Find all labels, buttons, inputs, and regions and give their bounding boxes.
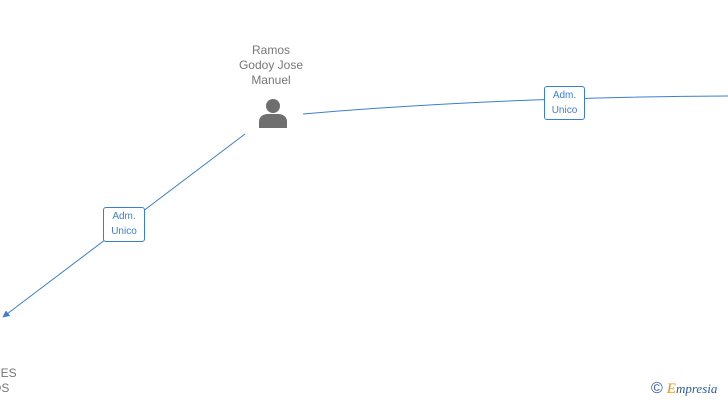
edge-label-line-2: Unico	[551, 105, 578, 116]
company-name[interactable]: RES OS	[0, 366, 52, 396]
brand-name-initial: E	[666, 381, 676, 397]
edge-label-line-1: Adm.	[552, 90, 577, 101]
person-name[interactable]: Ramos Godoy Jose Manuel	[221, 43, 321, 88]
company-name-line-2: OS	[0, 381, 10, 395]
company-name-line-1: RES	[0, 366, 17, 380]
person-name-line-3: Manuel	[251, 73, 291, 87]
edge-line-company-right	[302, 95, 728, 115]
edge-label-line-1: Adm.	[112, 211, 136, 222]
copyright-icon: ©	[651, 380, 663, 397]
brand-name-rest: mpresia	[675, 381, 718, 396]
edge-label-line-2: Unico	[111, 226, 137, 237]
person-name-line-2: Godoy Jose	[238, 58, 304, 72]
edge-label-adm-unico[interactable]: Adm. Unico	[544, 86, 585, 120]
edge-label-adm-unico[interactable]: Adm. Unico	[103, 207, 145, 242]
person-icon[interactable]	[257, 98, 289, 128]
empresia-logo[interactable]: © Empresia	[651, 379, 717, 399]
person-name-line-1: Ramos	[251, 43, 290, 57]
brand-name: Empresia	[667, 380, 718, 398]
